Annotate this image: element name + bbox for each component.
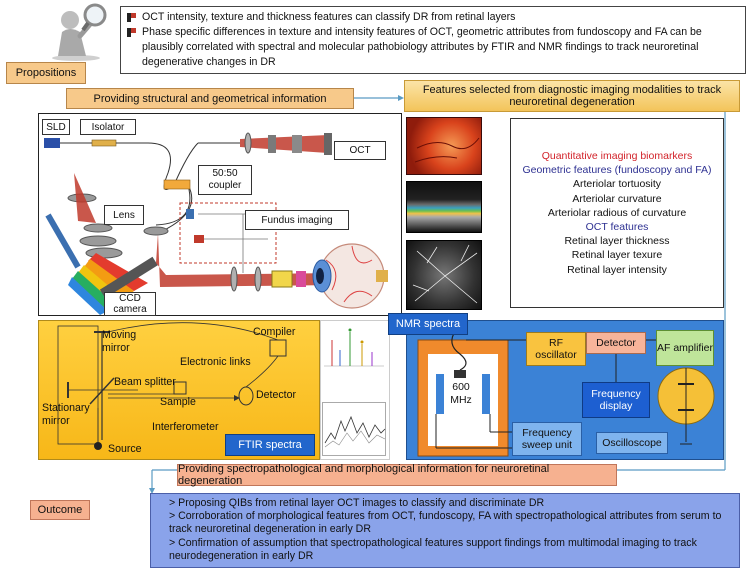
rf-oscillator-box: RF oscillator <box>526 332 586 366</box>
outcome-panel: > Proposing QIBs from retinal layer OCT … <box>150 493 740 568</box>
moving-mirror-text: Moving mirror <box>102 329 137 354</box>
interferometer-text: Interferometer <box>152 421 219 433</box>
af-amplifier-box: AF amplifier <box>656 330 714 366</box>
lens-text: Lens <box>113 209 135 221</box>
propositions-label: Propositions <box>6 62 86 84</box>
bullet-icon <box>127 13 136 22</box>
spectrum-thumbnail <box>322 402 386 456</box>
outcome-item: > Corroboration of morphological feature… <box>169 510 722 536</box>
spectropathological-label: Providing spectropathological and morpho… <box>177 463 617 487</box>
angiography-image <box>406 240 482 310</box>
nmr-spectra-text: NMR spectra <box>395 318 461 330</box>
fundus-imaging-label: Fundus imaging <box>245 210 349 230</box>
magnet-label: 600 MHz <box>444 381 478 407</box>
lens-label: Lens <box>104 205 144 225</box>
stationary-mirror-label: Stationary mirror <box>42 402 102 428</box>
source-text: Source <box>108 443 142 455</box>
sample-label: Sample <box>160 396 196 408</box>
beam-splitter-label: Beam splitter <box>114 376 176 388</box>
proposition-item: OCT intensity, texture and thickness fea… <box>127 10 739 25</box>
nmr-spectra-tag: NMR spectra <box>388 313 468 335</box>
sample-text: Sample <box>160 396 196 408</box>
structural-info-text: Providing structural and geometrical inf… <box>93 92 327 105</box>
outcome-item: > Proposing QIBs from retinal layer OCT … <box>169 497 545 509</box>
rf-oscillator-text: RF oscillator <box>535 337 577 361</box>
geometric-heading: Geometric features (fundoscopy and FA) <box>522 164 712 177</box>
oct-text: OCT <box>349 145 371 156</box>
interferometer-label: Interferometer <box>152 421 219 433</box>
isolator-text: Isolator <box>91 121 125 133</box>
detector-text: Detector <box>256 389 297 401</box>
frequency-sweep-box: Frequency sweep unit <box>512 422 582 456</box>
ftir-spectra-tag: FTIR spectra <box>225 434 315 456</box>
oct-features-heading: OCT features <box>585 221 649 234</box>
compiler-label: Compiler <box>253 326 295 338</box>
coupler-text: 50:50 coupler <box>208 168 242 191</box>
feature-item: Arteriolar tortuosity <box>572 178 662 191</box>
structural-info-label: Providing structural and geometrical inf… <box>66 88 354 109</box>
outcome-item: > Confirmation of assumption that spectr… <box>169 536 697 562</box>
ftir-spectra-text: FTIR spectra <box>238 439 302 451</box>
spectropathological-text: Providing spectropathological and morpho… <box>178 463 550 487</box>
electronic-links-label: Electronic links <box>180 356 251 368</box>
proposition-item: Phase specific differences in texture an… <box>127 25 739 70</box>
eye-icon <box>312 240 388 312</box>
isolator-label: Isolator <box>80 119 136 135</box>
imaging-features-list: Quantitative imaging biomarkers Geometri… <box>510 118 724 308</box>
magnet-text: 600 MHz <box>450 381 472 406</box>
features-selected-text: Features selected from diagnostic imagin… <box>422 84 722 108</box>
qib-heading: Quantitative imaging biomarkers <box>541 150 693 162</box>
propositions-box: OCT intensity, texture and thickness fea… <box>120 6 746 74</box>
ccd-camera-text: CCD camera <box>113 293 147 315</box>
frequency-display-box: Frequency display <box>582 382 650 418</box>
fundus-image <box>406 117 482 175</box>
electronic-links-text: Electronic links <box>180 356 251 368</box>
ccd-camera-label: CCD camera <box>104 292 156 316</box>
af-amplifier-text: AF amplifier <box>657 342 714 354</box>
source-label: Source <box>108 443 142 455</box>
nmr-diagram <box>417 329 715 457</box>
coupler-label: 50:50 coupler <box>198 165 252 195</box>
beam-splitter-text: Beam splitter <box>114 376 176 388</box>
nmr-detector-text: Detector <box>596 337 636 349</box>
frequency-display-text: Frequency display <box>591 388 641 412</box>
bullet-icon <box>127 28 136 37</box>
compiler-text: Compiler <box>253 326 296 338</box>
oscilloscope-text: Oscilloscope <box>602 437 662 449</box>
proposition-text: OCT intensity, texture and thickness fea… <box>142 11 516 23</box>
outcome-label-text: Outcome <box>37 504 83 516</box>
oscilloscope-box: Oscilloscope <box>596 432 668 454</box>
feature-item: Retinal layer texure <box>571 249 663 262</box>
oct-scan-image <box>406 181 482 233</box>
sld-text: SLD <box>46 121 66 133</box>
feature-item: Arteriolar radious of curvature <box>547 206 687 219</box>
magnifier-person-icon <box>40 2 110 62</box>
feature-item: Retinal layer thickness <box>564 235 670 248</box>
stationary-mirror-text: Stationary mirror <box>42 402 90 427</box>
fundus-imaging-text: Fundus imaging <box>261 214 333 226</box>
frequency-sweep-text: Frequency sweep unit <box>521 427 573 451</box>
ftir-diagram <box>57 322 287 450</box>
feature-item: Arteriolar curvature <box>572 192 662 205</box>
oct-label: OCT <box>334 141 386 160</box>
detector-label: Detector <box>256 389 296 401</box>
features-selected-label: Features selected from diagnostic imagin… <box>404 80 740 112</box>
moving-mirror-label: Moving mirror <box>102 329 152 355</box>
spectrum-thumbnail <box>322 322 386 370</box>
outcome-label: Outcome <box>30 500 90 520</box>
feature-item: Retinal layer intensity <box>567 263 667 276</box>
detector-box: Detector <box>586 332 646 354</box>
sld-label: SLD <box>42 119 70 135</box>
proposition-text: Phase specific differences in texture an… <box>142 26 702 68</box>
propositions-label-text: Propositions <box>15 67 77 79</box>
